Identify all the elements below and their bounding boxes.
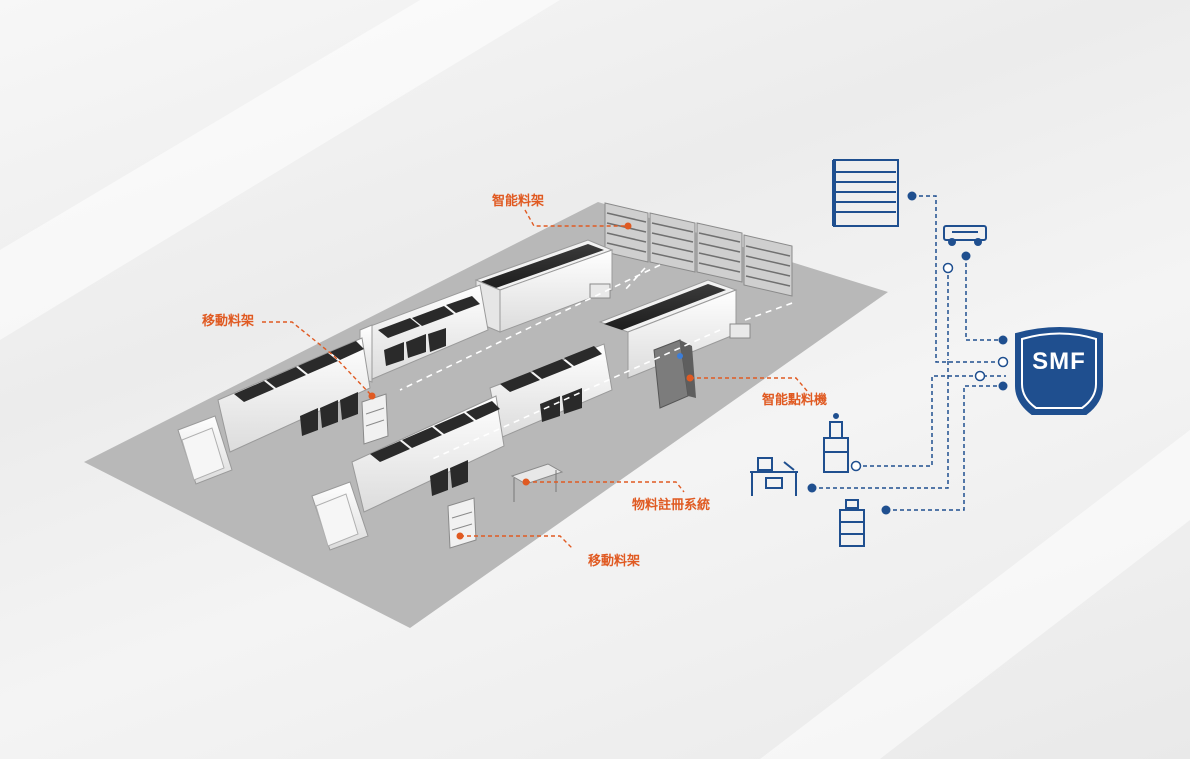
agv-cart-floor-2 — [729, 323, 751, 339]
smf-shield-logo — [1015, 327, 1103, 415]
workstation-desk-icon — [750, 457, 798, 496]
shelf-rack-icon — [832, 159, 899, 227]
agv-cart-floor-1 — [589, 283, 611, 299]
production-line-back — [177, 239, 614, 485]
production-line-front — [311, 279, 738, 551]
network-nodes — [807, 191, 1008, 515]
label-smart-rack: 智能料架 — [492, 194, 545, 209]
smart-rack-row — [604, 202, 793, 297]
mobile-rack-left — [361, 393, 389, 445]
smart-counter-machine — [653, 339, 696, 409]
callout-leaders — [262, 209, 809, 549]
mobile-rack-bottom — [447, 497, 477, 549]
callout-dots — [368, 222, 694, 540]
network-nodes-hollow — [850, 262, 1009, 472]
label-mobile-rack-left: 移動料架 — [202, 314, 255, 329]
mobile-rack-cart-icon — [839, 499, 865, 547]
network-lines — [812, 195, 1006, 511]
label-registration-system: 物料註冊系統 — [632, 498, 711, 513]
smf-logo-text: SMF — [1032, 348, 1086, 375]
pick-place-machine-icon — [823, 413, 849, 473]
material-flow-arrows — [399, 264, 796, 461]
label-smart-counter: 智能點料機 — [762, 393, 828, 408]
label-mobile-rack-bottom: 移動料架 — [588, 554, 641, 569]
agv-cart-icon — [943, 225, 987, 246]
